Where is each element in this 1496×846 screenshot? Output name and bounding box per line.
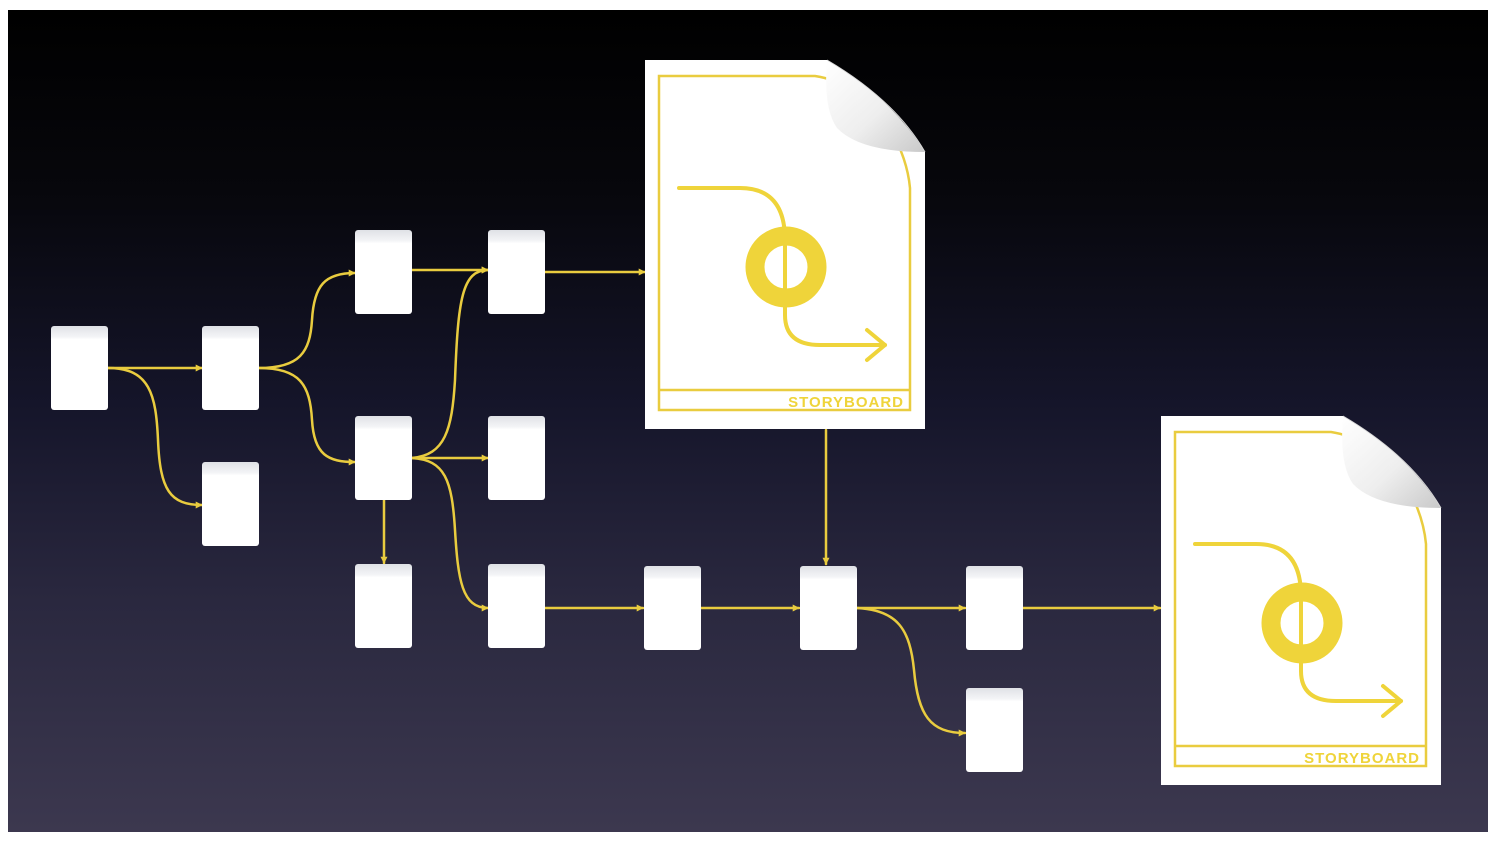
scene-box [355, 564, 412, 648]
storyboard-document-2: STORYBOARD [1161, 415, 1442, 785]
connector-arrow [855, 606, 967, 737]
scene-group [51, 230, 1023, 772]
connector-arrow [410, 266, 490, 460]
scene-box [202, 462, 259, 546]
connector-arrow [106, 366, 204, 509]
scene-box [488, 564, 545, 648]
connector-arrow [410, 456, 490, 612]
scene-box [51, 326, 108, 410]
storyboard-flow-diagram: STORYBOARD STORYBOARD [51, 59, 1442, 785]
scene-box [966, 688, 1023, 772]
scene-box [488, 416, 545, 500]
scene-box [355, 230, 412, 314]
storyboard-segue-icon [1193, 542, 1403, 718]
connector-arrow [257, 269, 357, 370]
slide-background: STORYBOARD STORYBOARD [8, 10, 1488, 832]
scene-box [644, 566, 701, 650]
storyboard-segue-icon [677, 186, 887, 362]
scene-box [202, 326, 259, 410]
scene-box [800, 566, 857, 650]
storyboard-label: STORYBOARD [788, 394, 904, 411]
connector-arrow [257, 366, 357, 466]
connector-lines [106, 266, 1162, 737]
scene-box [355, 416, 412, 500]
scene-box [488, 230, 545, 314]
scene-box [966, 566, 1023, 650]
storyboard-document-1: STORYBOARD [645, 59, 926, 429]
storyboard-label: STORYBOARD [1304, 750, 1420, 767]
